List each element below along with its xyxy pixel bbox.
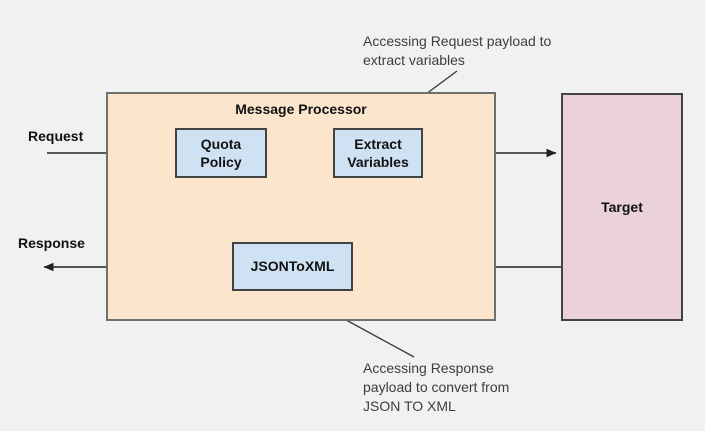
- quota-policy-label: Quota Policy: [200, 135, 242, 170]
- json-to-xml-node: JSONToXML: [232, 242, 353, 291]
- message-processor-title: Message Processor: [235, 101, 367, 117]
- response-payload-annotation: Accessing Response payload to convert fr…: [363, 360, 510, 414]
- quota-policy-node: Quota Policy: [175, 128, 267, 178]
- target-node: Target: [561, 93, 683, 321]
- request-payload-annotation: Accessing Request payload to extract var…: [363, 33, 552, 68]
- response-label: Response: [18, 235, 85, 251]
- target-label: Target: [601, 198, 643, 215]
- extract-variables-node: Extract Variables: [333, 128, 423, 178]
- extract-variables-label: Extract Variables: [347, 135, 409, 170]
- request-label: Request: [28, 128, 84, 144]
- json-to-xml-label: JSONToXML: [250, 258, 335, 275]
